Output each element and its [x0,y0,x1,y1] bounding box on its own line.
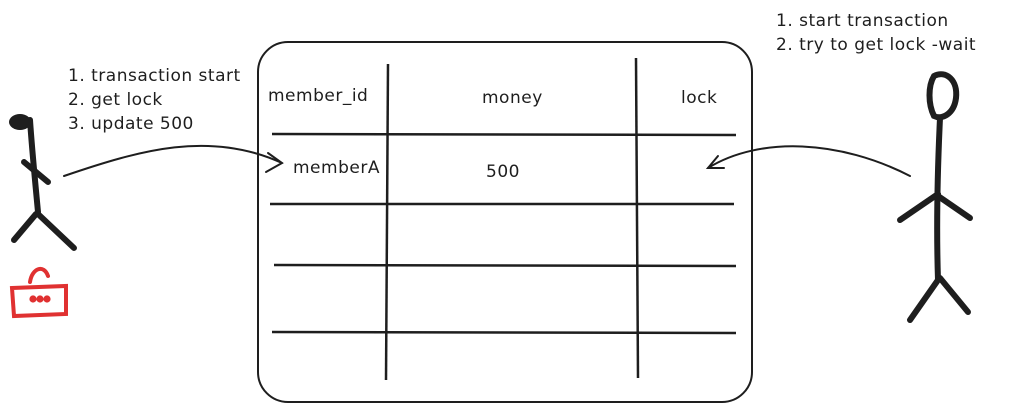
column-divider [634,57,640,379]
cell-member-id: memberA [293,158,380,178]
left-step: 1. transaction start [68,66,241,86]
stick-figure-right [897,71,973,323]
column-divider [384,63,390,381]
header-lock: lock [681,88,718,108]
left-step: 2. get lock [68,90,163,110]
right-step: 1. start transaction [776,11,949,31]
lock-icon [9,266,68,319]
header-money: money [482,88,543,108]
cell-money: 500 [486,162,520,182]
row-divider [271,330,737,335]
arrow-to-table-left [63,144,284,177]
left-actor-steps: 1. transaction start 2. get lock 3. upda… [68,64,241,136]
right-step: 2. try to get lock -wait [776,35,977,55]
stick-figure-left [9,114,77,251]
arrow-to-table-right [705,145,911,177]
left-step: 3. update 500 [68,114,194,134]
header-member-id: member_id [268,86,369,106]
row-divider [271,132,737,137]
right-actor-steps: 1. start transaction 2. try to get lock … [776,9,976,57]
table-frame [257,41,753,403]
row-divider [273,263,737,268]
